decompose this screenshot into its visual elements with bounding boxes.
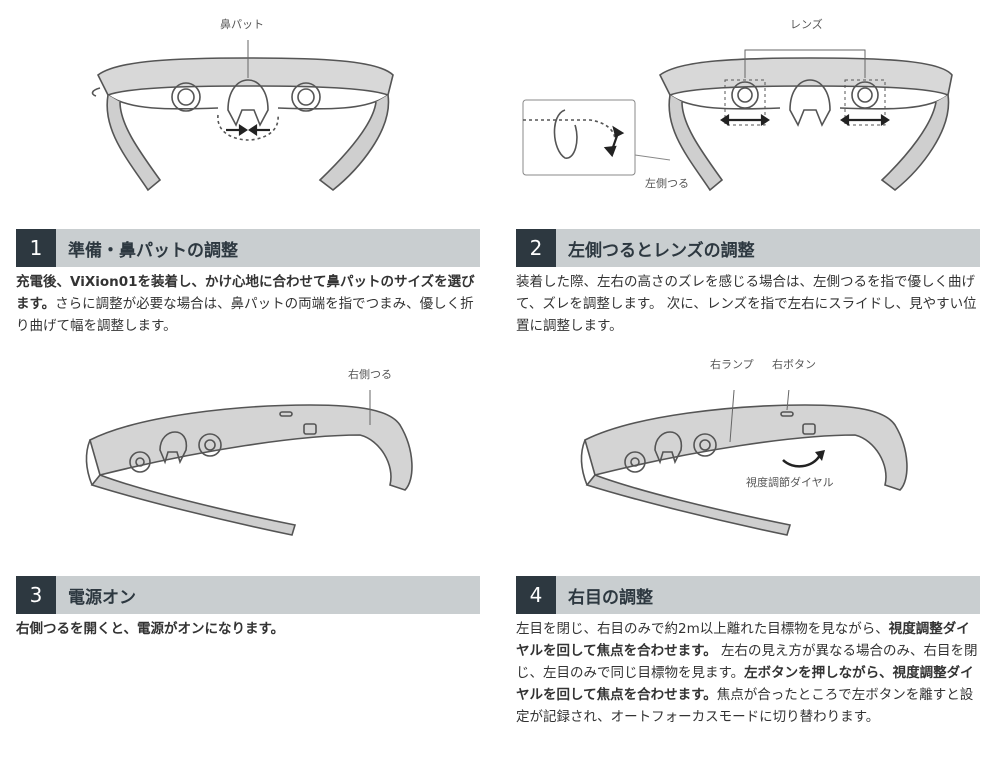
caption-left-temple: 左側つる	[645, 177, 689, 190]
step-1-text: さらに調整が必要な場合は、鼻パットの両端を指でつまみ、優しく折り曲げて幅を調整し…	[16, 296, 474, 334]
illustration-right-temple	[80, 390, 420, 540]
caption-right-temple: 右側つる	[348, 368, 392, 381]
step-3-description: 右側つるを開くと、電源がオンになります。	[16, 618, 482, 640]
step-4-description: 左目を閉じ、右目のみで約2m以上離れた目標物を見ながら、視度調整ダイヤルを回して…	[516, 618, 982, 728]
step-title: 電源オン	[68, 587, 136, 608]
caption-lens: レンズ	[790, 18, 823, 31]
step-title: 左側つるとレンズの調整	[568, 240, 755, 261]
step-4-text-1: 左目を閉じ、右目のみで約2m以上離れた目標物を見ながら、	[516, 621, 889, 637]
illustration-nose-pad	[88, 40, 408, 195]
step-1-header: 1 準備・鼻パットの調整	[16, 229, 480, 267]
step-4-bold-2: 左ボタンを押しながら、視度調整ダイヤルを回して焦点を合わせます。	[516, 665, 974, 703]
illustration-lens-temple	[520, 40, 960, 200]
step-4-header: 4 右目の調整	[516, 576, 980, 614]
step-4-bold-1: 視度調整ダイヤルを回して焦点を合わせます。	[516, 621, 970, 659]
step-3-bold-text: 右側つるを開くと、電源がオンになります。	[16, 621, 285, 637]
caption-right-button: 右ボタン	[772, 358, 816, 371]
step-4-text-3: 焦点が合ったところで左ボタンを離すと設定が記録され、オートフォーカスモードに切り…	[516, 687, 974, 725]
caption-dial: 視度調節ダイヤル	[746, 476, 834, 489]
step-title: 右目の調整	[568, 587, 653, 608]
illustration-dial	[575, 390, 925, 540]
step-2-header: 2 左側つるとレンズの調整	[516, 229, 980, 267]
caption-nose-pad: 鼻パット	[220, 18, 264, 31]
step-number: 4	[516, 576, 556, 614]
step-1-bold-text: 充電後、ViXion01を装着し、かけ心地に合わせて鼻パットのサイズを選びます。	[16, 274, 475, 312]
step-title: 準備・鼻パットの調整	[68, 240, 238, 261]
step-3-header: 3 電源オン	[16, 576, 480, 614]
caption-right-lamp: 右ランプ	[710, 358, 754, 371]
step-4-text-2: 左右の見え方が異なる場合のみ、右目を閉じ、左目のみで同じ目標物を見ます。	[516, 643, 978, 681]
step-number: 3	[16, 576, 56, 614]
step-1-description: 充電後、ViXion01を装着し、かけ心地に合わせて鼻パットのサイズを選びます。…	[16, 271, 482, 337]
step-number: 2	[516, 229, 556, 267]
step-number: 1	[16, 229, 56, 267]
step-2-description: 装着した際、左右の高さのズレを感じる場合は、左側つるを指で優しく曲げて、ズレを調…	[516, 274, 977, 334]
